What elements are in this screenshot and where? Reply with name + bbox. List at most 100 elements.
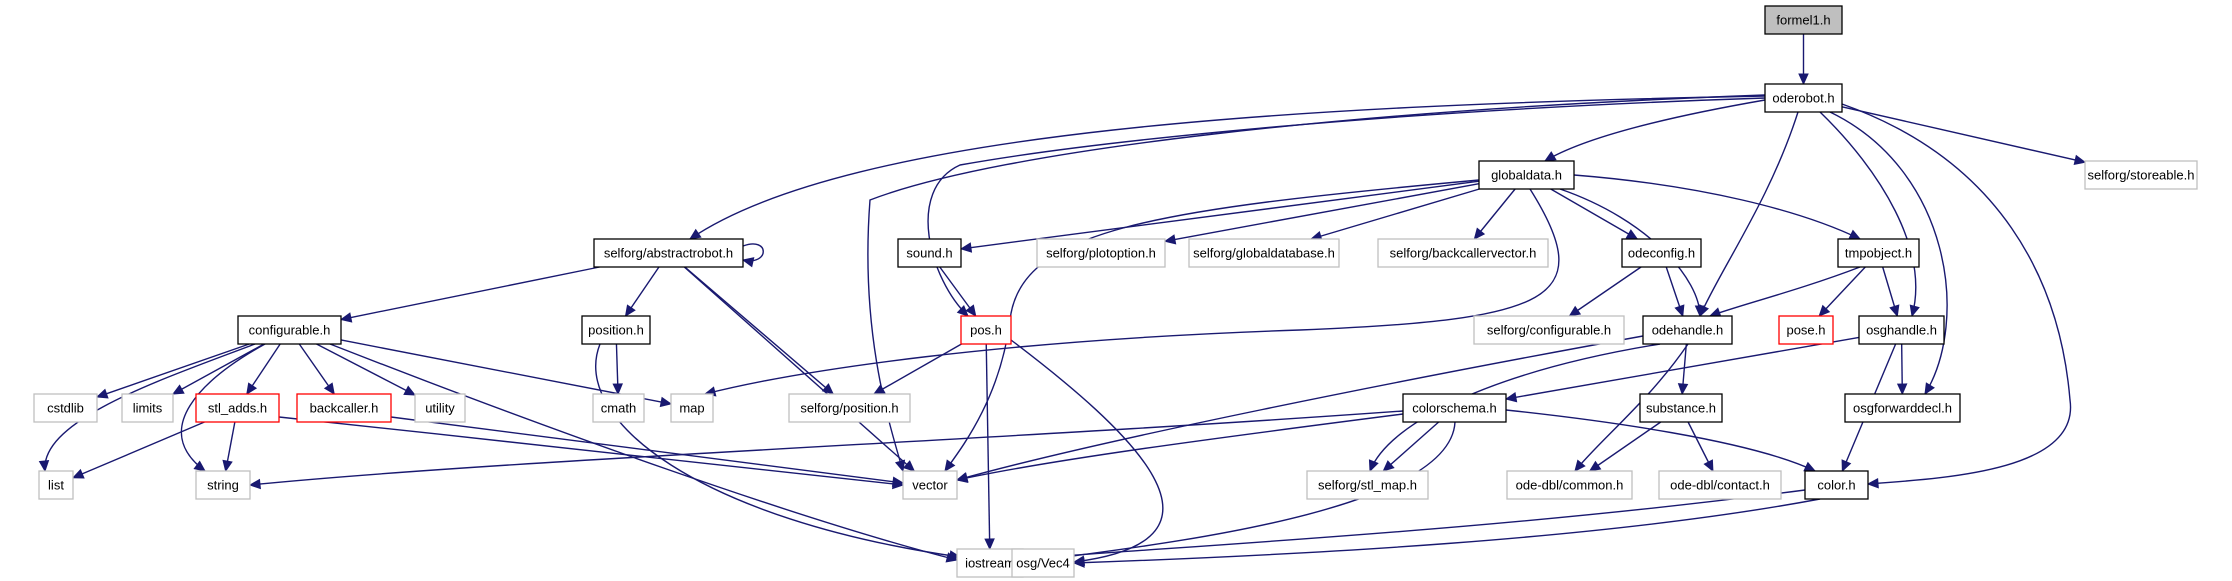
edge-position-to-cmath (612, 343, 623, 396)
edge-line (1589, 421, 1662, 472)
edge-arrowhead (1818, 304, 1831, 317)
node-box (38, 470, 74, 500)
edge-odehandle-to-substance (1677, 343, 1689, 396)
edge-line (595, 343, 961, 558)
node-label: osgforwarddecl.h (1853, 401, 1952, 416)
node-box (592, 393, 645, 423)
edge-arrowhead (1574, 459, 1586, 472)
edge-arrowhead (1504, 392, 1518, 403)
edge-line (927, 97, 1766, 317)
edge-arrowhead (171, 384, 185, 395)
edge-globaldata-to-odeconfig (1550, 188, 1639, 240)
edge-arrowhead (38, 460, 50, 473)
node-pose[interactable]: pose.h (1778, 315, 1834, 345)
edge-line (1841, 103, 2072, 485)
node-osghandle[interactable]: osghandle.h (1858, 315, 1945, 345)
node-position[interactable]: position.h (581, 315, 651, 345)
edge-arrowhead (1803, 461, 1817, 472)
edge-pos-to-sposition (872, 343, 962, 395)
edge-arrowhead (1473, 227, 1486, 240)
node-label: selforg/plotoption.h (1046, 246, 1156, 261)
node-formel1[interactable]: formel1.h (1764, 5, 1843, 35)
edge-substance-to-contact (1687, 421, 1714, 473)
node-label: selforg/abstractrobot.h (604, 246, 733, 261)
edge-line (944, 179, 1480, 472)
edge-arrowhead (1163, 234, 1177, 245)
edge-line (867, 94, 1766, 472)
edge-line (1505, 409, 1816, 472)
edge-line (340, 339, 672, 405)
node-label: pose.h (1786, 323, 1825, 338)
node-label: globaldata.h (1491, 168, 1562, 183)
edge-line (1010, 339, 1164, 563)
edge-configurable-to-limits (171, 343, 265, 395)
edge-globaldata-to-globaldatabase (1309, 188, 1480, 242)
edge-arrowhead (1798, 73, 1809, 86)
node-abstractrobot[interactable]: selforg/abstractrobot.h (593, 238, 744, 268)
edge-arrowhead (2073, 154, 2087, 166)
edge-arrowhead (959, 242, 973, 253)
edge-line (1818, 266, 1866, 317)
edge-arrowhead (1368, 459, 1379, 473)
edge-stl_adds-to-vector (278, 416, 905, 490)
edge-arrowhead (222, 459, 233, 473)
edge-stl_adds-to-string (222, 421, 236, 473)
node-color[interactable]: color.h (1804, 470, 1869, 500)
edge-line (1709, 266, 1861, 317)
edge-globaldata-to-map (703, 188, 1560, 397)
node-osgforwarddecl[interactable]: osgforwarddecl.h (1844, 393, 1961, 423)
node-cstdlib: cstdlib (33, 393, 98, 423)
node-box (1804, 470, 1869, 500)
edge-abstractrobot-to-position (624, 266, 660, 318)
edge-arrowhead (965, 304, 977, 317)
edge-arrowhead (659, 396, 673, 408)
node-label: backcaller.h (310, 401, 379, 416)
node-limits: limits (121, 393, 174, 423)
node-label: string (207, 478, 239, 493)
edge-arrowhead (95, 388, 109, 399)
node-globaldata[interactable]: globaldata.h (1478, 160, 1575, 190)
edge-oderobot-to-pos (927, 97, 1766, 317)
node-colorschema[interactable]: colorschema.h (1402, 393, 1507, 423)
edge-line (1699, 111, 1799, 317)
node-pos[interactable]: pos.h (960, 315, 1012, 345)
edge-formel1-to-oderobot (1798, 34, 1809, 86)
edge-line (1573, 174, 1861, 240)
edge-configurable-to-stl_adds (246, 343, 281, 396)
edge-oderobot-to-odehandle (1699, 111, 1799, 318)
node-odehandle[interactable]: odehandle.h (1642, 315, 1733, 345)
edge-arrowhead (984, 538, 995, 551)
node-label: selforg/stl_map.h (1318, 478, 1417, 493)
node-tmpobject[interactable]: tmpobject.h (1837, 238, 1920, 268)
edge-arrowhead (193, 460, 206, 472)
edge-configurable-to-string (180, 343, 266, 472)
node-sposition: selforg/position.h (788, 393, 911, 423)
node-substance[interactable]: substance.h (1639, 393, 1723, 423)
node-label: iostream (965, 556, 1015, 571)
node-sound[interactable]: sound.h (897, 238, 962, 268)
edge-line (390, 416, 904, 484)
edge-configurable-to-cstdlib (95, 343, 250, 399)
edge-odeconfig-to-odehandle (1665, 266, 1685, 318)
node-odeconfig[interactable]: odeconfig.h (1621, 238, 1702, 268)
edge-globaldata-to-tmpobject (1573, 174, 1862, 240)
node-box (1377, 238, 1549, 268)
edge-arrowhead (1896, 383, 1908, 396)
node-box (1642, 315, 1733, 345)
node-label: sound.h (906, 246, 952, 261)
node-label: map (679, 401, 704, 416)
node-oderobot[interactable]: oderobot.h (1764, 83, 1843, 113)
edge-odehandle-to-vector (955, 335, 1644, 483)
node-label: pos.h (970, 323, 1002, 338)
node-box (1036, 238, 1166, 268)
edge-line (316, 343, 416, 396)
node-label: substance.h (1646, 401, 1716, 416)
edge-arrowhead (1543, 151, 1557, 162)
node-stl_adds[interactable]: stl_adds.h (195, 393, 280, 423)
edge-pos-to-vec4 (1010, 339, 1164, 566)
edge-line (249, 410, 1404, 486)
node-label: position.h (588, 323, 644, 338)
node-backcaller[interactable]: backcaller.h (296, 393, 392, 423)
node-configurable[interactable]: configurable.h (237, 315, 342, 345)
